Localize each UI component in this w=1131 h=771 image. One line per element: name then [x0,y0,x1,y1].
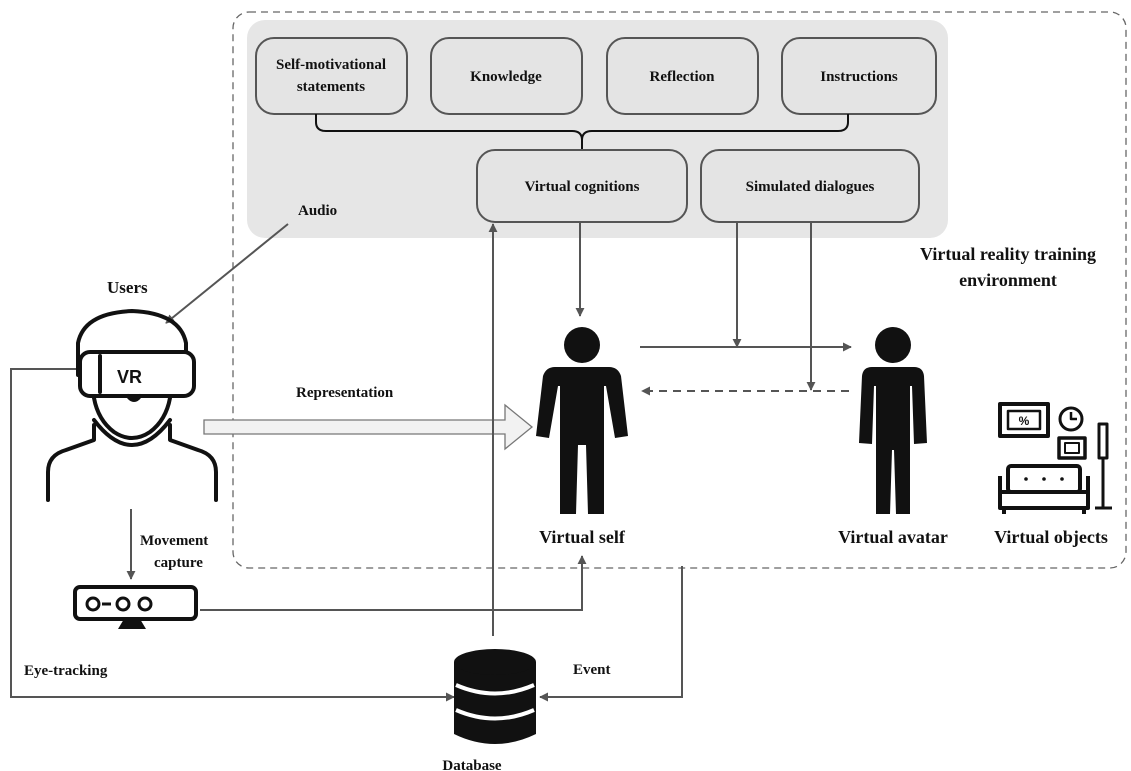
self-motivational-label-2: statements [297,79,365,95]
vr-environment-label-2: environment [959,270,1057,290]
database-icon [454,649,536,744]
reflection-label: Reflection [650,69,716,85]
motion-sensor-icon [73,585,198,629]
audio-label: Audio [298,203,337,219]
simulated-dialogues-box: Simulated dialogues [700,149,920,223]
virtual-cognitions-label: Virtual cognitions [525,179,640,195]
virtual-avatar-label: Virtual avatar [838,527,948,547]
virtual-self-label: Virtual self [539,527,626,547]
reflection-box: Reflection [606,37,759,115]
cognition-brace [315,114,849,150]
eye-tracking-label: Eye-tracking [24,663,108,679]
instructions-label: Instructions [820,69,898,85]
representation-arrow [203,403,534,451]
knowledge-box: Knowledge [430,37,583,115]
vr-user-icon [46,309,218,502]
event-label: Event [573,662,611,678]
movement-label-2: capture [154,555,203,571]
movement-label-1: Movement [140,533,208,549]
vr-environment-label-1: Virtual reality training [920,244,1096,264]
simulated-dialogues-label: Simulated dialogues [746,179,875,195]
knowledge-label: Knowledge [470,69,542,85]
living-room-icon: % [998,402,1112,514]
self-motivational-label-1: Self-motivational [276,57,386,73]
virtual-avatar-figure [859,327,927,514]
svg-text:%: % [1019,414,1030,428]
virtual-self-figure [536,327,628,514]
vr-environment-boundary [232,11,1127,569]
representation-label: Representation [296,385,394,401]
audio-arrow [165,223,289,324]
users-label: Users [107,278,148,297]
sensor-to-self-arrow [200,555,587,611]
instructions-box: Instructions [781,37,937,115]
database-label: Database [442,758,502,771]
virtual-cognitions-box: Virtual cognitions [476,149,688,223]
eye-tracking-arrow [10,368,455,702]
headset-vr-text: VR [117,367,142,387]
virtual-objects-label: Virtual objects [994,527,1108,547]
self-motivational-box: Self-motivational statements [255,37,408,115]
event-arrow [539,566,683,702]
